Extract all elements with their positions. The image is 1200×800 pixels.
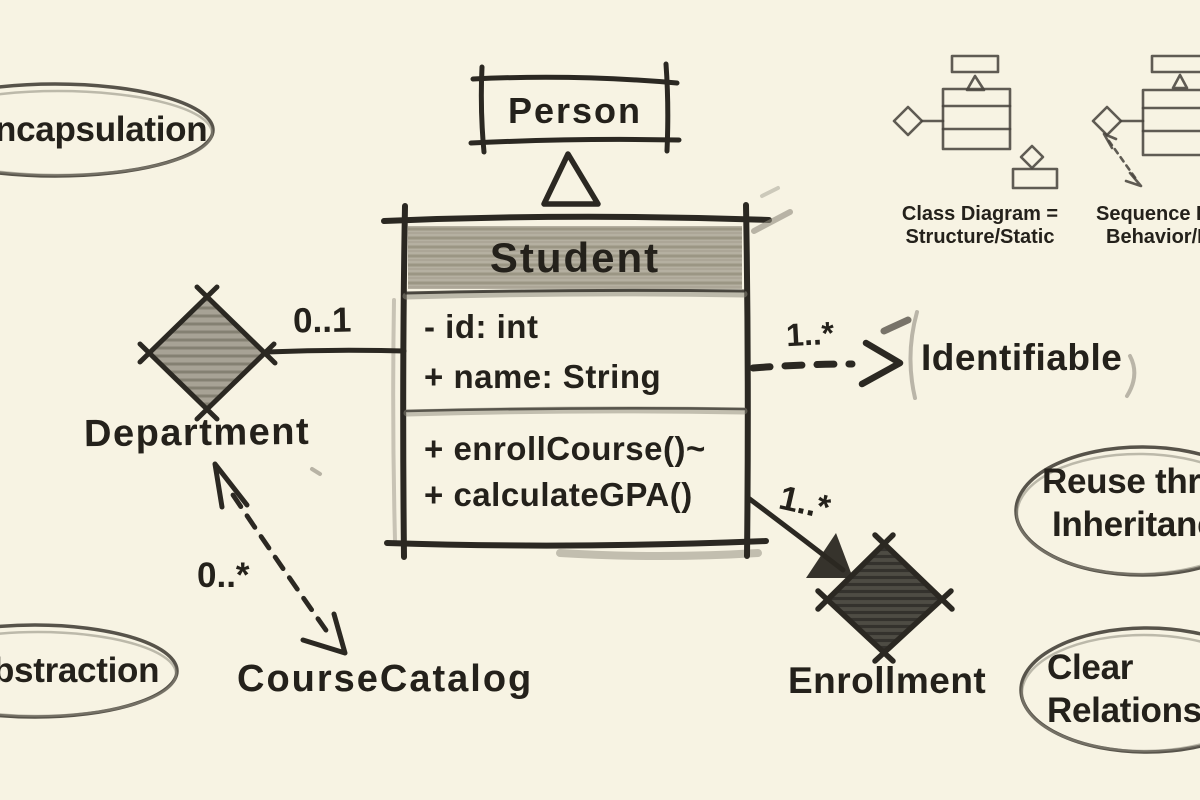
student-method-enrollcourse: + enrollCourse()~ <box>424 430 706 467</box>
concept-abstraction-label: Abstraction <box>0 651 160 690</box>
pencil-smudges <box>751 186 793 234</box>
multiplicity-department-coursecatalog: 0..* <box>197 556 250 595</box>
student-class-name: Student <box>489 234 661 281</box>
concept-ellipse-reuse <box>1014 445 1200 577</box>
concept-ellipse-clear <box>1019 626 1200 754</box>
legend-sequence-diagram-sketch <box>1091 54 1200 188</box>
composition-diamond-icon <box>815 532 955 664</box>
concept-encapsulation-label: Encapsulation <box>0 110 208 149</box>
person-class-box-outline <box>468 61 682 155</box>
aggregation-diamond-icon <box>137 284 278 422</box>
concept-ellipse-encapsulation <box>0 82 215 178</box>
legend-class-diagram-caption-line2: Structure/Static <box>905 226 1055 248</box>
legend-aggregation-diamond-icon <box>892 105 924 137</box>
legend-sequence-diagram-caption-line2: Behavior/Dynamic <box>1106 226 1200 248</box>
dependency-arrow-course-catalog <box>212 461 348 656</box>
student-class-box-outline <box>381 202 772 560</box>
enrollment-label: Enrollment <box>788 660 987 701</box>
identifiable-label: Identifiable <box>921 337 1123 378</box>
person-class-name: Person <box>507 90 643 131</box>
concept-clear-line2: Relationships <box>1047 691 1200 730</box>
legend-class-diagram-caption-line1: Class Diagram = <box>901 203 1059 225</box>
student-header-shading <box>408 226 742 289</box>
student-attribute-name: + name: String <box>424 358 662 395</box>
legend-class-diagram-sketch <box>892 54 1059 190</box>
composition-arrow-enrollment <box>744 494 853 578</box>
concept-ellipse-abstraction <box>0 623 179 719</box>
legend-sequence-diagram-caption-line1: Sequence Diagram = <box>1096 203 1200 225</box>
course-catalog-label: CourseCatalog <box>237 658 534 700</box>
multiplicity-department-student: 0..1 <box>292 300 352 341</box>
concept-reuse-line1: Reuse through <box>1042 462 1200 501</box>
department-label: Department <box>83 410 311 456</box>
legend-sequence-diamond-icon <box>1091 105 1123 137</box>
multiplicity-student-identifiable: 1..* <box>785 314 835 354</box>
inheritance-triangle-icon <box>541 151 601 207</box>
student-attribute-id: - id: int <box>424 308 539 345</box>
association-line-department-student <box>263 347 407 355</box>
dependency-arrow-identifiable <box>749 310 1137 400</box>
concept-clear-line1: Clear <box>1047 648 1134 687</box>
concept-reuse-line2: Inheritance <box>1052 505 1200 544</box>
student-method-calculategpa: + calculateGPA() <box>424 476 693 513</box>
